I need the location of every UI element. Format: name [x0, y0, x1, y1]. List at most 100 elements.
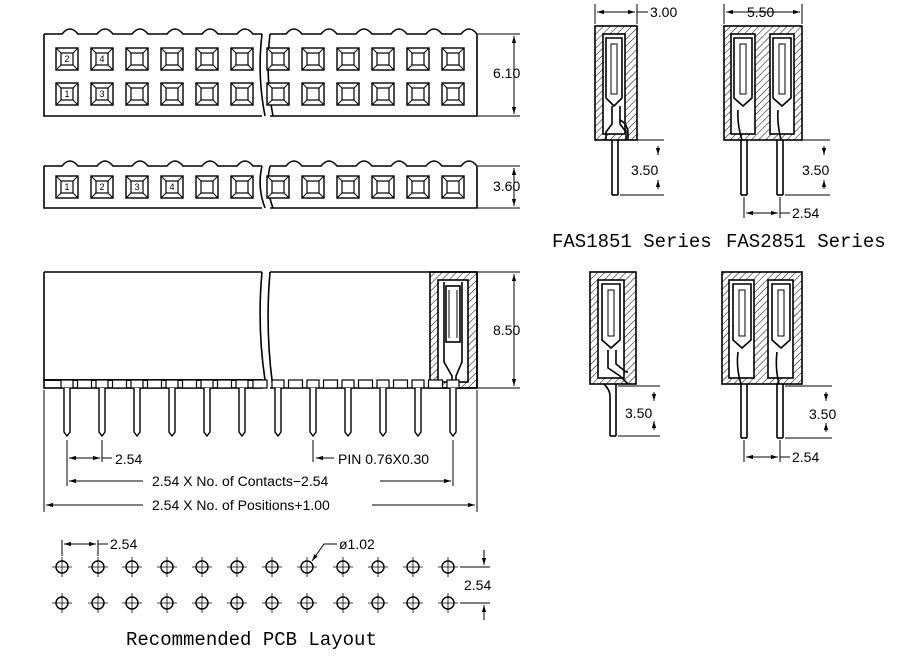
s4-tail-label: 3.50 [809, 406, 836, 422]
standoff [76, 379, 93, 389]
side-pin [271, 379, 285, 438]
pcb-hole [157, 593, 177, 613]
hole-diameter-label: ø1.02 [339, 536, 375, 552]
standoff [111, 379, 128, 389]
pcb-layout: 2.54 ø1.02 2.54 [52, 536, 491, 620]
pcb-hole [403, 557, 423, 577]
standoff [252, 379, 268, 389]
s3-tail-label: 3.50 [625, 405, 652, 421]
pin-number: 1 [64, 182, 69, 192]
contact-cell [441, 175, 465, 199]
dim-pitch-label: 2.54 [115, 451, 142, 467]
standoff [322, 379, 339, 389]
dim-positions-label: 2.54 X No. of Positions+1.00 [152, 497, 330, 513]
fas1851-section: 3.00 3.50 [594, 4, 677, 196]
side-pin [95, 379, 109, 438]
s2-pitch-label: 2.54 [792, 205, 819, 221]
contact-cell [336, 82, 360, 106]
dim-8-50-label: 8.50 [493, 322, 520, 338]
standoff [216, 379, 233, 389]
dim-3-60-label: 3.60 [493, 178, 520, 194]
pcb-hole [438, 593, 458, 613]
side-pin [60, 379, 74, 438]
pin-number: 2 [99, 182, 104, 192]
dim-contacts-label: 2.54 X No. of Contacts−2.54 [152, 473, 328, 489]
pcb-hole [297, 557, 317, 577]
contact-cell [160, 82, 184, 106]
standoff [392, 379, 409, 389]
pin-callout: PIN 0.76X0.30 [312, 440, 429, 467]
contact-cell [125, 82, 149, 106]
contact-cell [371, 82, 395, 106]
pcb-hole [52, 557, 72, 577]
s1-tail-label: 3.50 [631, 162, 658, 178]
contact-cell [441, 47, 465, 71]
side-pin [235, 379, 249, 438]
contact-cell [160, 47, 184, 71]
side-pin [376, 379, 390, 438]
side-pin [446, 379, 460, 438]
pin-number: 4 [169, 182, 174, 192]
dim-positions: 2.54 X No. of Positions+1.00 [43, 390, 478, 513]
pcb-hole [88, 593, 108, 613]
contact-cell [336, 175, 360, 199]
dim-contacts: 2.54 X No. of Contacts−2.54 [66, 440, 454, 489]
pin-number: 4 [99, 54, 104, 64]
contact-cell: 1 [55, 175, 79, 199]
contact-cell [230, 47, 254, 71]
fas1851-caption: FAS1851 Series [552, 231, 712, 253]
contact-cell [230, 175, 254, 199]
pin-number: 3 [99, 89, 104, 99]
standoff [427, 379, 444, 389]
dim-8-50: 8.50 [478, 271, 520, 389]
fas2851-section: 5.50 3.50 2.54 [723, 4, 830, 221]
pcb-hole [333, 557, 353, 577]
pcb-hole [52, 593, 72, 613]
dim-6-10-label: 6.10 [493, 65, 520, 81]
contact-cell [266, 47, 290, 71]
pcb-hole [262, 593, 282, 613]
pin-label: PIN 0.76X0.30 [338, 451, 429, 467]
contact-cell [195, 175, 219, 199]
pin-number: 3 [134, 182, 139, 192]
contact-cell [301, 175, 325, 199]
side-view [43, 271, 478, 438]
standoff [357, 379, 374, 389]
standoff [146, 379, 163, 389]
contact-cell: 3 [125, 175, 149, 199]
contact-cell [336, 47, 360, 71]
pcb-hole [192, 593, 212, 613]
pcb-hole [122, 593, 142, 613]
pcb-hole [192, 557, 212, 577]
dim-pitch-2-54: 2.54 [66, 440, 142, 467]
contact-cell [371, 175, 395, 199]
pcb-hole [403, 593, 423, 613]
side-pin [341, 379, 355, 438]
pcb-hole [333, 593, 353, 613]
s2-width-label: 5.50 [747, 4, 774, 20]
side-pin [411, 379, 425, 438]
contact-cell [266, 175, 290, 199]
side-pin [306, 379, 320, 438]
dim-3-60: 3.60 [478, 165, 520, 209]
right-angle-dual-section: 3.50 2.54 [721, 271, 836, 465]
contact-cell [371, 47, 395, 71]
pcb-hole [368, 557, 388, 577]
standoff [287, 379, 304, 389]
contact-cell: 4 [90, 47, 114, 71]
contact-cell: 2 [55, 47, 79, 71]
pcb-hole [227, 557, 247, 577]
right-angle-single-section: 3.50 [589, 271, 660, 437]
pcb-hole [88, 557, 108, 577]
pcb-hole [368, 593, 388, 613]
contact-cell [301, 47, 325, 71]
pcb-hole [262, 557, 282, 577]
contact-cell [195, 82, 219, 106]
contact-cell [406, 175, 430, 199]
pin-number: 1 [64, 89, 69, 99]
dual-row-top-view: 2 1 4 3 [43, 28, 478, 117]
contact-cell: 1 [55, 82, 79, 106]
single-row-top-view: 1 2 3 4 [43, 160, 478, 209]
pcb-hole [157, 557, 177, 577]
pcb-layout-caption: Recommended PCB Layout [126, 629, 377, 651]
